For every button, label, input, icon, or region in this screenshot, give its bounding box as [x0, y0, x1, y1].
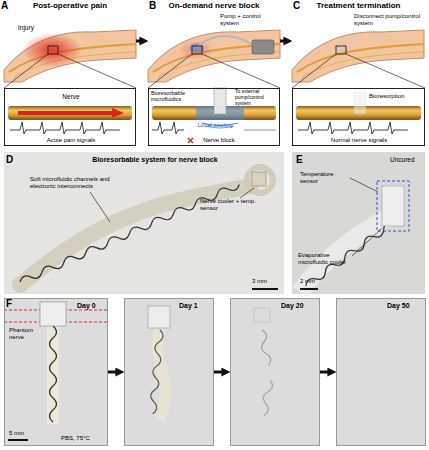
- callout-text: Nerve cooler + temp. sensor: [200, 198, 270, 212]
- scale-label: 3 mm: [252, 278, 282, 285]
- flow-arrow: [320, 371, 331, 374]
- signal-label: Acute pain signals: [21, 137, 121, 144]
- condition-label: PBS, 75°C: [61, 435, 107, 442]
- nerve-inset: BioresorptionNormal nerve signals: [292, 88, 425, 146]
- nerve-inset-art: [292, 88, 425, 146]
- callout-text: Pump + control system: [220, 13, 280, 27]
- time-label: Day 50: [387, 302, 425, 310]
- nerve-inset: NerveAcute pain signals: [4, 88, 136, 146]
- panel-heading: On-demand nerve block: [148, 1, 280, 10]
- nerve-inset: Bioresorbable microfluidics To external p…: [148, 88, 280, 146]
- callout-text: Injury: [18, 24, 48, 31]
- device-photo: [4, 152, 284, 294]
- photo-panel: Day 50: [336, 298, 426, 446]
- arm-illustration: [4, 30, 136, 88]
- state-label: Uncured: [390, 156, 424, 163]
- signal-label: Nerve block: [179, 137, 259, 144]
- flow-arrow: [136, 40, 143, 43]
- time-label: Day 1: [179, 302, 213, 310]
- photo-panel: Day 1: [124, 298, 214, 446]
- callout-text: Evaporative microfluidic cooler: [298, 252, 354, 266]
- panel-heading: Post-operative pain: [4, 1, 136, 10]
- photo-panel: Day 20: [230, 298, 320, 446]
- panel-letter: D: [6, 154, 16, 166]
- panel-heading: Treatment termination: [292, 1, 425, 10]
- degradation-photo: [230, 298, 320, 446]
- degradation-photo: [336, 298, 426, 446]
- panel-letter: A: [1, 0, 11, 12]
- scale-label: 2 mm: [300, 278, 330, 285]
- nerve-inset-art: [4, 88, 136, 146]
- arm-illustration: [292, 30, 425, 88]
- part-name: Bioresorption: [369, 93, 425, 100]
- signal-label: Normal nerve signals: [309, 137, 409, 144]
- effect-label: Local cooling: [189, 122, 241, 129]
- part-name: Bioresorbable microfluidics: [151, 90, 193, 103]
- scale-label: 5 mm: [9, 430, 39, 437]
- flow-arrow: [108, 371, 119, 374]
- panel-letter: E: [296, 154, 306, 166]
- photo-panel: Day 0 Phantom nerve 5 mm PBS, 75°C: [4, 298, 108, 446]
- time-label: Day 20: [281, 302, 319, 310]
- part-name: Phantom nerve: [9, 327, 49, 341]
- degradation-photo: [124, 298, 214, 446]
- illustration-panel: Treatment terminationDisconnect pump/con…: [292, 0, 425, 82]
- part-name: To external pump/control system: [235, 89, 281, 106]
- arm-illustration: [148, 30, 280, 88]
- time-label: Day 0: [77, 302, 107, 310]
- illustration-panel: On-demand nerve blockPump + control syst…: [148, 0, 280, 82]
- flow-arrow: [214, 371, 225, 374]
- degradation-photo: [4, 298, 108, 446]
- callout-text: Soft microfluidic channels and electroni…: [30, 176, 130, 190]
- panel-heading: Bioresorbable system for nerve block: [70, 156, 240, 164]
- nerve-inset-art: [148, 88, 280, 146]
- panel-letter: F: [6, 298, 16, 310]
- device-photo: [292, 152, 425, 294]
- panel-letter: B: [149, 0, 159, 12]
- part-name: Nerve: [51, 93, 91, 100]
- illustration-panel: Post-operative painInjury: [4, 0, 136, 82]
- panel-letter: C: [293, 0, 303, 12]
- flow-arrow: [280, 40, 287, 43]
- callout-text: Temperature sensor: [300, 171, 352, 185]
- callout-text: Disconnect pump/control system: [354, 13, 424, 27]
